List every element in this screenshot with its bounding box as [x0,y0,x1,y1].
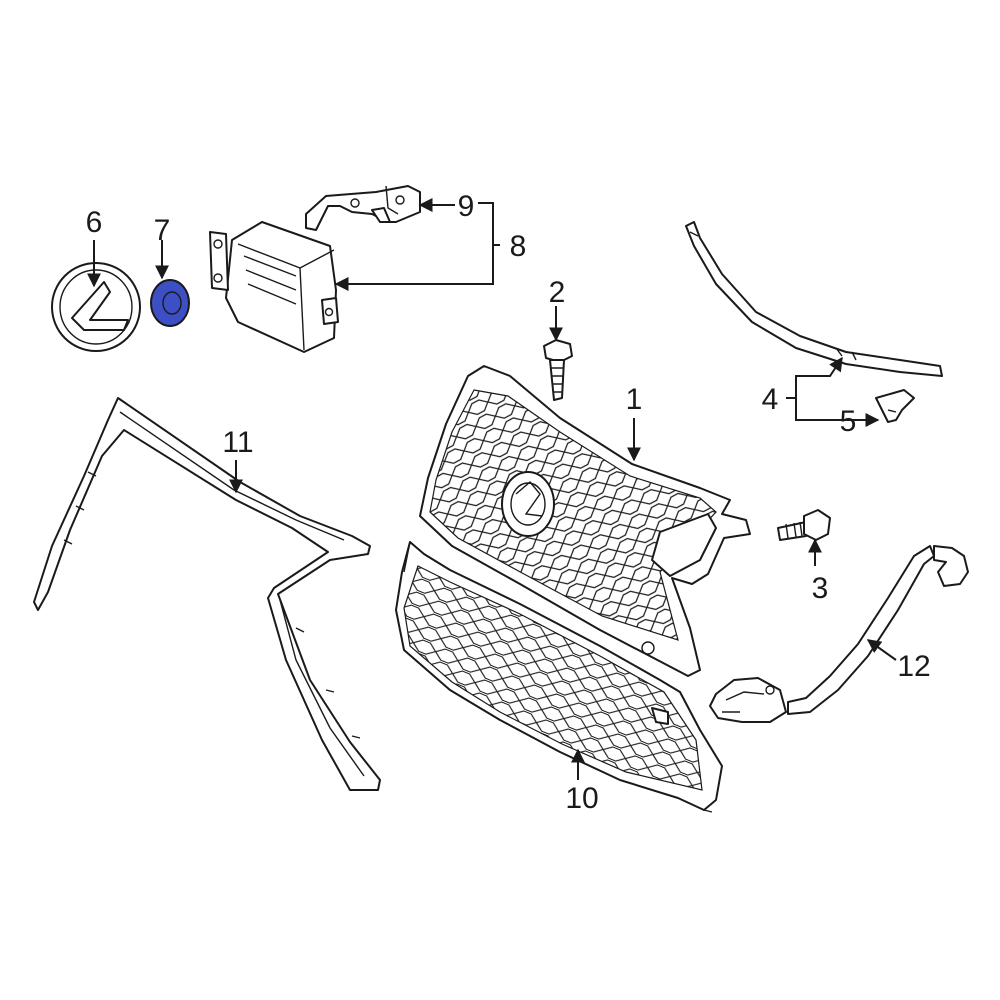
camera-harness-part [709,545,969,723]
leader-4 [786,356,843,399]
bolt-2-part [543,339,573,401]
callout-11: 11 [222,426,253,459]
callout-2: 2 [549,276,566,309]
molding-strip-part [685,221,943,377]
emblem-seal-part [150,279,190,327]
leader-lines [87,198,897,780]
callout-9: 9 [458,190,475,223]
grille-frame-part [33,397,381,791]
callout-10: 10 [565,782,598,815]
callout-1: 1 [626,383,643,416]
leader-12 [866,639,897,661]
callout-5: 5 [840,405,857,438]
emblem-part [51,262,141,352]
bolt-3-part [777,509,831,541]
leader-5 [795,398,880,427]
callout-7: 7 [154,214,171,247]
callout-labels: 1 2 3 4 5 6 7 8 9 10 11 12 [86,190,931,815]
leader-8 [334,202,494,291]
callout-3: 3 [812,572,829,605]
callout-6: 6 [86,206,103,239]
bracket-part [305,185,421,231]
callout-12: 12 [897,650,930,683]
upper-grille-part [419,365,751,677]
callout-4: 4 [762,383,779,416]
lower-grille-part [395,541,723,813]
callout-8: 8 [510,230,527,263]
sensor-module-part [209,221,339,353]
clip-part [875,389,915,423]
